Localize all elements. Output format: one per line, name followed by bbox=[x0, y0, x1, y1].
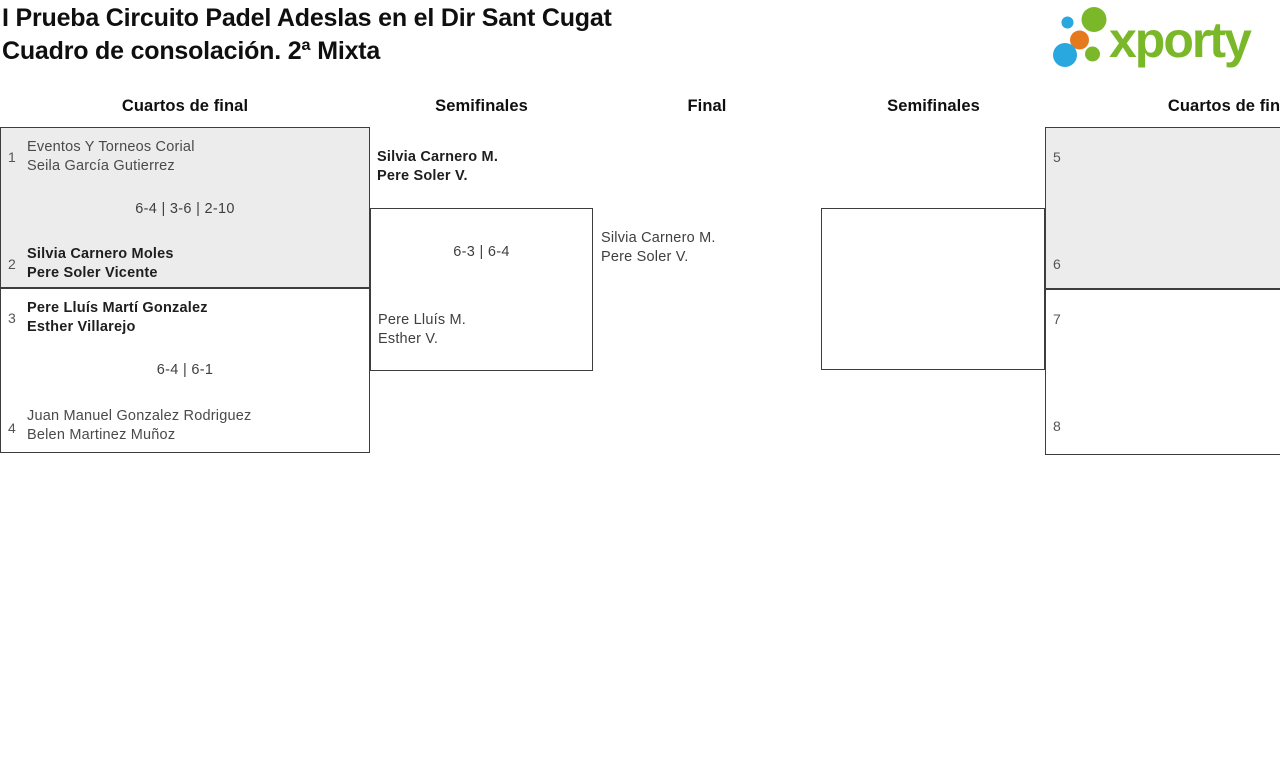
player-name: Seila García Gutierrez bbox=[27, 158, 175, 174]
match-box-qf-right-1[interactable]: 5 6 bbox=[1045, 127, 1280, 289]
logo-dot-green-small bbox=[1085, 46, 1100, 62]
player-name: Pere Soler V. bbox=[601, 249, 689, 265]
round-header-qf-left: Cuartos de final bbox=[121, 97, 249, 115]
player-name: Pere Lluís Martí Gonzalez bbox=[27, 300, 208, 316]
round-header-sf-left: Semifinales bbox=[435, 97, 528, 115]
logo-dot-blue-large bbox=[1053, 43, 1077, 67]
seed-number: 2 bbox=[8, 256, 16, 272]
match-box-sf-left[interactable]: 6-3 | 6-4 Pere Lluís M. Esther V. bbox=[370, 208, 593, 371]
player-name: Pere Soler V. bbox=[377, 168, 468, 184]
tournament-title: I Prueba Circuito Padel Adeslas en el Di… bbox=[2, 4, 612, 32]
match-score: 6-3 | 6-4 bbox=[453, 244, 510, 260]
match-score: 6-4 | 3-6 | 2-10 bbox=[135, 201, 235, 217]
round-header-final: Final bbox=[687, 97, 727, 115]
team-pair-winner: Pere Lluís Martí Gonzalez Esther Villare… bbox=[27, 299, 208, 337]
xporty-logo: xporty bbox=[1040, 0, 1280, 75]
logo-dot-green-large bbox=[1081, 7, 1107, 32]
player-name: Silvia Carnero Moles bbox=[27, 246, 174, 262]
player-name: Belen Martinez Muñoz bbox=[27, 427, 176, 443]
logo-dot-orange bbox=[1070, 30, 1089, 50]
match-score: 6-4 | 6-1 bbox=[156, 362, 214, 378]
player-name: Pere Soler Vicente bbox=[27, 265, 158, 281]
seed-number: 8 bbox=[1053, 418, 1061, 434]
match-box-qf-left-1[interactable]: 1 Eventos Y Torneos Corial Seila García … bbox=[0, 127, 370, 288]
xporty-logo-graphic: xporty bbox=[1053, 7, 1254, 68]
player-name: Silvia Carnero M. bbox=[377, 149, 499, 165]
team-pair: Eventos Y Torneos Corial Seila García Gu… bbox=[27, 138, 195, 176]
player-name: Esther Villarejo bbox=[27, 319, 136, 335]
draw-subtitle: Cuadro de consolación. 2ª Mixta bbox=[2, 37, 381, 65]
player-name: Eventos Y Torneos Corial bbox=[27, 139, 195, 155]
seed-number: 3 bbox=[8, 310, 16, 326]
logo-dot-blue-small bbox=[1061, 16, 1074, 29]
player-name: Pere Lluís M. bbox=[378, 312, 467, 328]
seed-number: 1 bbox=[8, 149, 16, 165]
player-name: Silvia Carnero M. bbox=[601, 230, 716, 246]
seed-number: 4 bbox=[8, 420, 16, 436]
seed-number: 6 bbox=[1053, 256, 1061, 272]
sf-left-loser-pair: Pere Lluís M. Esther V. bbox=[378, 311, 466, 349]
page-title: I Prueba Circuito Padel Adeslas en el Di… bbox=[2, 2, 612, 68]
match-box-qf-left-2[interactable]: 3 Pere Lluís Martí Gonzalez Esther Villa… bbox=[0, 288, 370, 453]
team-pair-winner: Silvia Carnero Moles Pere Soler Vicente bbox=[27, 245, 174, 283]
sf-left-winner-pair: Silvia Carnero M. Pere Soler V. bbox=[377, 148, 498, 186]
match-box-sf-right[interactable] bbox=[821, 208, 1045, 370]
match-box-qf-right-2[interactable]: 7 8 bbox=[1045, 289, 1280, 455]
seed-number: 5 bbox=[1053, 149, 1061, 165]
player-name: Juan Manuel Gonzalez Rodriguez bbox=[27, 408, 252, 424]
round-header-qf-right: Cuartos de final bbox=[1167, 97, 1280, 115]
final-team-pair: Silvia Carnero M. Pere Soler V. bbox=[601, 229, 716, 267]
seed-number: 7 bbox=[1053, 311, 1061, 327]
player-name: Esther V. bbox=[378, 331, 439, 347]
team-pair: Juan Manuel Gonzalez Rodriguez Belen Mar… bbox=[27, 407, 251, 445]
round-header-sf-right: Semifinales bbox=[887, 97, 980, 115]
logo-wordmark: xporty bbox=[1109, 12, 1252, 68]
